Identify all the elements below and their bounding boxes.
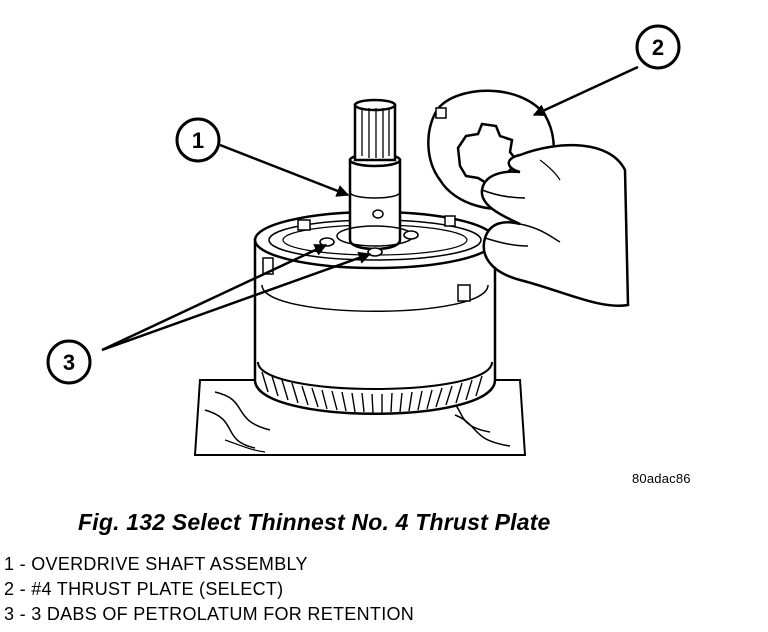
callout-1: 1 [175,117,221,163]
illustration: 1 2 3 [46,24,681,456]
svg-text:2: 2 [652,35,664,60]
legend-item: 1 - OVERDRIVE SHAFT ASSEMBLY [4,554,308,574]
figure-caption: Fig. 132 Select Thinnest No. 4 Thrust Pl… [78,509,551,535]
hand [480,143,630,308]
legend-item: 2 - #4 THRUST PLATE (SELECT) [4,579,284,599]
callout-2: 2 [635,24,681,70]
drum-gear-teeth [261,371,483,414]
callout-3: 3 [46,339,92,385]
svg-text:1: 1 [192,128,204,153]
overdrive-shaft [336,98,414,251]
image-code: 80adac86 [632,471,691,486]
svg-text:3: 3 [63,350,75,375]
legend-item: 3 - 3 DABS OF PETROLATUM FOR RETENTION [4,604,415,624]
legend-list: 1 - OVERDRIVE SHAFT ASSEMBLY 2 - #4 THRU… [4,552,414,627]
callout-leaders [101,65,639,352]
